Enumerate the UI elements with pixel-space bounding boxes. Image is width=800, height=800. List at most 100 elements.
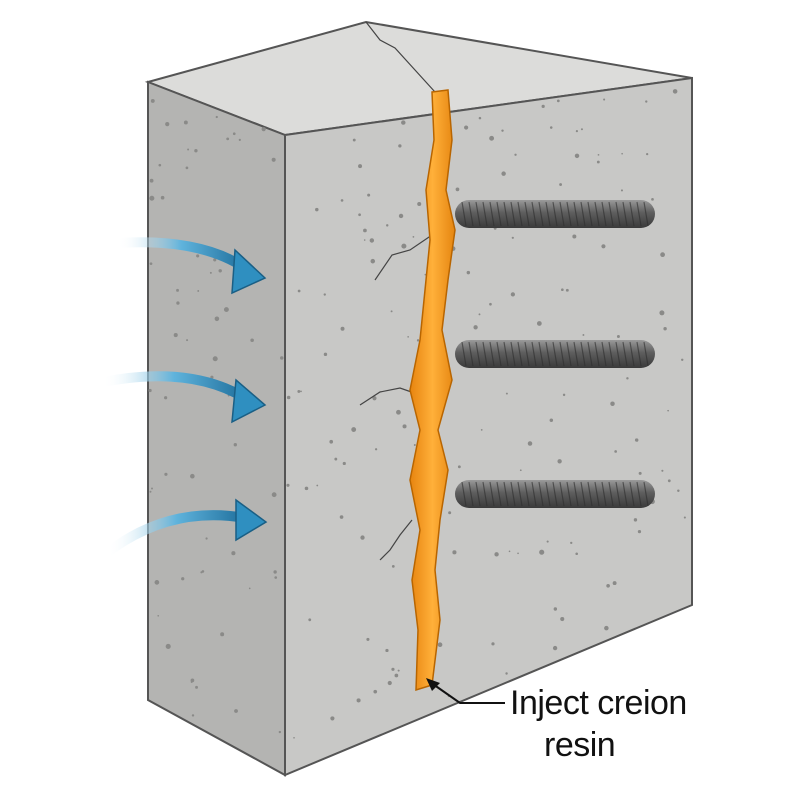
rebar-rib bbox=[517, 481, 523, 507]
speckle bbox=[448, 511, 452, 515]
rebar-rib bbox=[545, 201, 551, 227]
speckle bbox=[616, 334, 620, 338]
rebar-rib bbox=[580, 481, 586, 507]
speckle bbox=[683, 516, 686, 519]
rebar-rib bbox=[587, 481, 593, 507]
speckle bbox=[626, 377, 629, 380]
annotation-label-line2: resin bbox=[544, 726, 616, 764]
rebar-rib bbox=[594, 481, 600, 507]
rebar-rib bbox=[636, 341, 642, 367]
rebar-rib bbox=[475, 341, 481, 367]
rebar-rib bbox=[468, 201, 474, 227]
speckle bbox=[323, 352, 328, 357]
speckle bbox=[494, 552, 499, 557]
speckle bbox=[351, 427, 357, 432]
rebar-rib bbox=[503, 481, 509, 507]
speckle bbox=[363, 228, 367, 233]
speckle bbox=[213, 258, 217, 262]
speckle bbox=[218, 269, 222, 273]
speckle bbox=[633, 518, 638, 522]
speckle bbox=[614, 450, 617, 453]
arrow-bottom bbox=[103, 498, 268, 557]
rebar-rib bbox=[552, 341, 558, 367]
rebar-rib bbox=[545, 481, 551, 507]
speckle bbox=[549, 418, 554, 422]
speckle bbox=[158, 163, 162, 167]
speckle bbox=[212, 356, 218, 362]
rebar-rib bbox=[475, 481, 481, 507]
speckle bbox=[370, 258, 376, 264]
speckle bbox=[223, 307, 229, 313]
speckle bbox=[149, 490, 152, 493]
speckle bbox=[580, 128, 583, 131]
speckle bbox=[541, 104, 545, 109]
speckle bbox=[329, 439, 334, 444]
speckle bbox=[339, 515, 344, 519]
rebar-rib bbox=[629, 201, 635, 227]
rebar-rib bbox=[559, 481, 565, 507]
speckle bbox=[505, 672, 508, 675]
speckle bbox=[201, 570, 205, 573]
speckle bbox=[342, 461, 346, 466]
rebar-rib bbox=[482, 481, 488, 507]
speckle bbox=[638, 471, 642, 475]
rebar-rib bbox=[538, 201, 544, 227]
speckle bbox=[293, 736, 295, 739]
speckle bbox=[511, 236, 514, 239]
speckle bbox=[164, 396, 168, 400]
rebar-rib bbox=[496, 201, 502, 227]
speckle bbox=[234, 709, 238, 713]
speckle bbox=[663, 326, 667, 331]
rebar-rib bbox=[517, 201, 523, 227]
rebar-rib bbox=[601, 481, 607, 507]
rebar-rib bbox=[489, 341, 495, 367]
speckle bbox=[637, 530, 642, 534]
speckle bbox=[601, 244, 606, 249]
rebar-rib bbox=[566, 201, 572, 227]
speckle bbox=[574, 153, 580, 159]
speckle bbox=[455, 187, 460, 192]
speckle bbox=[356, 698, 361, 703]
speckle bbox=[157, 614, 160, 617]
speckle bbox=[286, 483, 290, 487]
rebar-rib bbox=[608, 201, 614, 227]
speckle bbox=[412, 236, 415, 238]
speckle bbox=[196, 254, 200, 258]
speckle bbox=[667, 479, 671, 483]
speckle bbox=[369, 238, 375, 243]
speckle bbox=[164, 472, 168, 476]
speckle bbox=[183, 120, 188, 125]
speckle bbox=[552, 645, 558, 651]
speckle bbox=[612, 581, 617, 586]
speckle bbox=[165, 643, 171, 649]
speckle bbox=[149, 178, 154, 183]
speckle bbox=[575, 552, 578, 556]
speckle bbox=[323, 293, 326, 296]
rebar-rib bbox=[461, 201, 467, 227]
speckle bbox=[176, 288, 179, 292]
speckle bbox=[480, 428, 483, 431]
rebar-rib bbox=[468, 341, 474, 367]
speckle bbox=[148, 388, 152, 393]
annotation-label-line1: Inject creion bbox=[510, 684, 687, 722]
speckle bbox=[557, 459, 562, 464]
speckle bbox=[394, 673, 399, 678]
speckle bbox=[416, 339, 420, 342]
speckle bbox=[473, 325, 478, 330]
speckle bbox=[661, 469, 664, 472]
rebar-rib bbox=[531, 201, 537, 227]
rebar-rib bbox=[573, 201, 579, 227]
speckle bbox=[519, 469, 522, 472]
speckle bbox=[659, 310, 665, 316]
speckle bbox=[672, 89, 678, 94]
rebar-rib bbox=[468, 481, 474, 507]
aggregate-speckles bbox=[148, 89, 686, 739]
speckle bbox=[489, 302, 492, 306]
speckle bbox=[215, 115, 218, 119]
rebar-rib bbox=[608, 341, 614, 367]
speckle bbox=[231, 551, 236, 556]
speckle bbox=[366, 637, 370, 641]
speckle bbox=[667, 409, 669, 412]
speckle bbox=[220, 632, 225, 637]
speckle bbox=[391, 667, 395, 671]
